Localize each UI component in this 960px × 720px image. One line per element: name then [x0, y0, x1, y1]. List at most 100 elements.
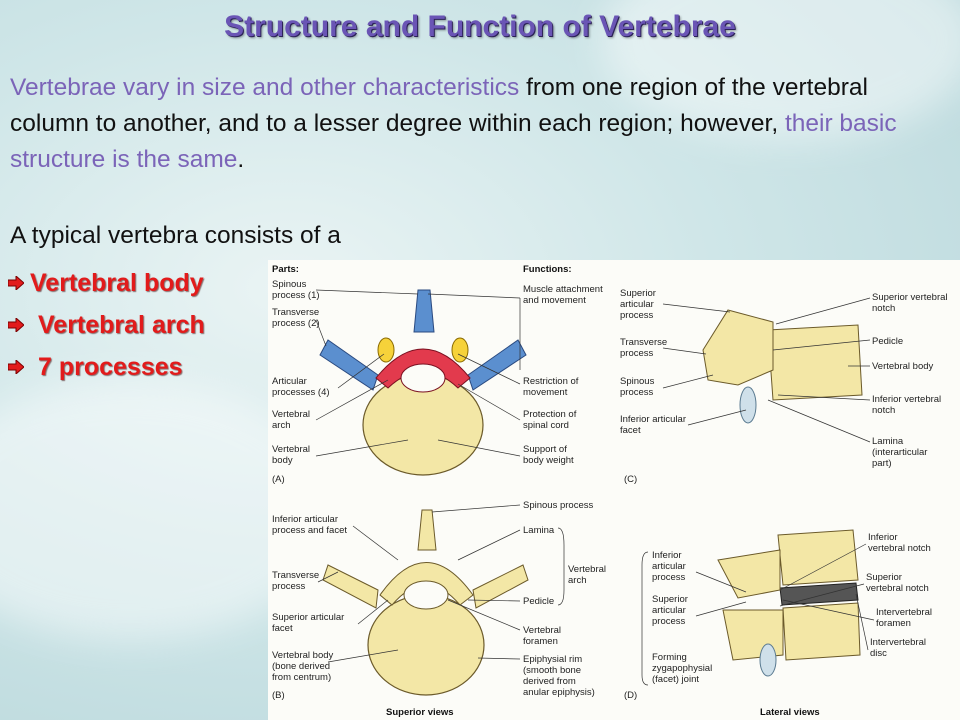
list-item-label: Vertebral body: [30, 268, 204, 297]
label: Superior: [652, 594, 688, 605]
label: articular: [620, 299, 654, 310]
label: vertebral notch: [866, 583, 929, 594]
label: Superior: [620, 288, 656, 299]
vertebral-foramen-shape: [403, 580, 449, 610]
label: Transverse: [620, 337, 667, 348]
para-text-2: .: [237, 146, 245, 173]
label: and movement: [523, 295, 586, 306]
label: spinal cord: [523, 420, 569, 431]
label: foramen: [876, 618, 911, 629]
label: Intervertebral: [870, 637, 926, 648]
label: process (1): [272, 290, 320, 301]
intro-paragraph: Vertebrae vary in size and other charact…: [10, 70, 950, 178]
label: Lamina: [523, 525, 555, 536]
label: process: [620, 387, 654, 398]
label: Transverse: [272, 570, 319, 581]
caption: Lateral views: [760, 707, 820, 718]
vertebral-body-shape: [777, 529, 859, 586]
leader-lines: [315, 289, 521, 457]
label: anular epiphysis): [523, 687, 595, 698]
arrow-bullet-icon: [8, 276, 24, 290]
label: (C): [624, 474, 637, 485]
label: Superior articular: [272, 612, 344, 623]
transverse-process-shape: [472, 564, 529, 609]
list-item-label: Vertebral arch: [38, 310, 205, 339]
label: Articular: [272, 376, 307, 387]
label: facet: [272, 623, 293, 634]
label: Protection of: [523, 409, 577, 420]
panel-d: Inferior articular process Superior arti…: [624, 529, 932, 718]
label: Parts:: [272, 264, 299, 275]
articular-process-shape: [377, 337, 395, 363]
label: (D): [624, 690, 637, 701]
label: Restriction of: [523, 376, 579, 387]
list-item: Vertebral arch: [8, 304, 205, 346]
vertebral-arch-shape: [702, 309, 774, 386]
list-item: 7 processes: [8, 346, 205, 388]
label: Lamina: [872, 436, 904, 447]
leader-lines: [317, 504, 565, 663]
label: (B): [272, 690, 285, 701]
articular-facet-shape: [759, 643, 777, 677]
intervertebral-disc-shape: [779, 582, 859, 606]
label: (smooth bone: [523, 665, 581, 676]
slide-title: Structure and Function of Vertebrae: [224, 10, 736, 43]
para-highlight-1: Vertebrae vary in size and other charact…: [10, 74, 520, 101]
vertebral-body-shape: [782, 602, 861, 661]
label: articular: [652, 561, 686, 572]
label: Vertebral body: [272, 650, 334, 661]
vertebral-body-shape: [767, 324, 863, 401]
list-item-label: 7 processes: [38, 352, 183, 381]
label: notch: [872, 303, 895, 314]
leader-lines: [662, 297, 871, 443]
label: Inferior articular: [272, 514, 338, 525]
panel-b: Inferior articular process and facet Tra…: [272, 500, 606, 718]
transverse-process-shape: [467, 339, 527, 391]
label: process: [620, 348, 654, 359]
bullet-list: Vertebral body Vertebral arch 7 processe…: [8, 262, 205, 388]
label: facet: [620, 425, 641, 436]
label: movement: [523, 387, 568, 398]
label: Functions:: [523, 264, 572, 275]
label: Vertebral body: [872, 361, 934, 372]
label: (bone derived: [272, 661, 330, 672]
label: Muscle attachment: [523, 284, 603, 295]
transverse-process-shape: [319, 339, 379, 391]
lead-sentence: A typical vertebra consists of a: [10, 222, 341, 249]
para-text-1: from one region of the vertebral column …: [10, 74, 868, 137]
vertebral-body-shape: [367, 594, 485, 696]
label: process: [272, 581, 306, 592]
label: Intervertebral: [876, 607, 932, 618]
label: Vertebral: [272, 409, 310, 420]
label: disc: [870, 648, 887, 659]
label: Superior vertebral: [872, 292, 948, 303]
arrow-bullet-icon: [8, 360, 24, 374]
label: Spinous: [272, 279, 307, 290]
label: from centrum): [272, 672, 331, 683]
label: process (2): [272, 318, 320, 329]
label: Inferior: [868, 532, 898, 543]
label: Pedicle: [872, 336, 903, 347]
spinous-process-shape: [417, 509, 437, 551]
label: Inferior articular: [620, 414, 686, 425]
caption: Superior views: [386, 707, 454, 718]
label: foramen: [523, 636, 558, 647]
label: Inferior vertebral: [872, 394, 941, 405]
label: process: [620, 310, 654, 321]
list-item: Vertebral body: [8, 262, 205, 304]
label: articular: [652, 605, 686, 616]
label: (A): [272, 474, 285, 485]
label: processes (4): [272, 387, 330, 398]
label: process: [652, 572, 686, 583]
arrow-bullet-icon: [8, 318, 24, 332]
label: zygapophysial: [652, 663, 712, 674]
label: part): [872, 458, 892, 469]
label: derived from: [523, 676, 576, 687]
label: body: [272, 455, 293, 466]
label: Forming: [652, 652, 687, 663]
label: vertebral notch: [868, 543, 931, 554]
label: Inferior: [652, 550, 682, 561]
label: Superior: [866, 572, 902, 583]
transverse-process-shape: [322, 564, 379, 609]
label: process and facet: [272, 525, 347, 536]
